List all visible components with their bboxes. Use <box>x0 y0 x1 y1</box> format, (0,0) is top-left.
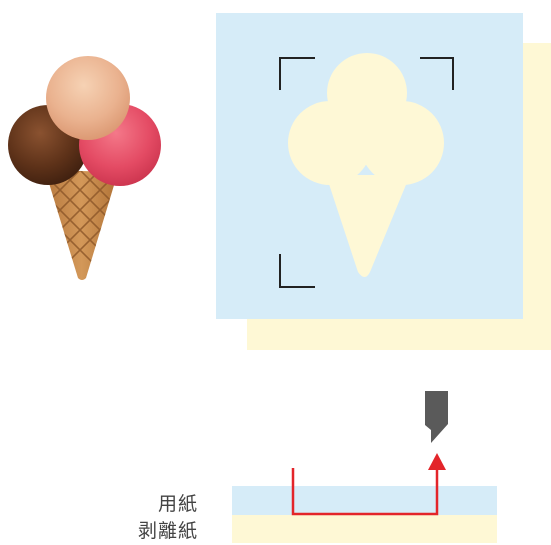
ice-cream-cone-illustration <box>8 56 161 280</box>
release-paper-layer-strip <box>232 515 497 543</box>
cone-waffle-pattern <box>45 170 118 280</box>
cone-shape <box>45 170 118 280</box>
release-paper-label: 剥離紙 <box>137 520 198 542</box>
peach-scoop <box>46 56 130 140</box>
paper-layer-strip <box>232 486 497 515</box>
crop-mark-top-right <box>420 57 454 90</box>
crop-mark-bottom-left <box>279 254 315 288</box>
cut-path-arrow <box>291 453 446 516</box>
cutter-blade-icon <box>425 391 448 443</box>
registration-marks <box>279 57 454 288</box>
ice-cream-silhouette <box>288 53 444 277</box>
crop-mark-top-left <box>279 57 315 90</box>
paper-label: 用紙 <box>157 493 198 515</box>
